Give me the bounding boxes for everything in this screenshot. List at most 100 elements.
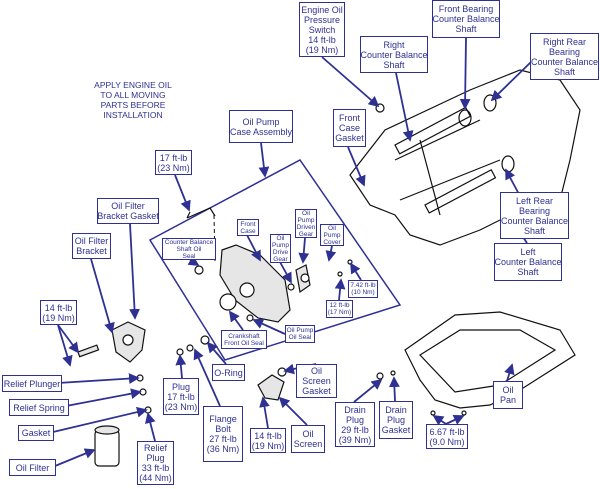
callout-text: Relief Spring: [13, 402, 65, 413]
callout-text: 17 ft-lb: [167, 391, 195, 402]
callout-text: (9.0 Nm): [429, 436, 465, 447]
callout-text: Gear: [273, 255, 288, 263]
note-line: TO ALL MOVING: [100, 90, 166, 100]
callout-text: Oil Filter: [111, 201, 145, 211]
callout-text: Bolt: [215, 424, 231, 434]
callout-text: Front Bearing: [438, 4, 494, 14]
leader-arrows: [52, 37, 532, 467]
callout-text: Plug: [345, 414, 364, 425]
callout-relief-plunger: Relief Plunger: [2, 375, 62, 392]
callout-torque-742: 7.42 ft-lb(10 Nm): [348, 280, 378, 298]
callout-torque-12: 12 ft-lb(17 Nm): [326, 300, 353, 318]
callout-text: Cover: [323, 238, 341, 246]
callout-text: (44 Nm): [139, 473, 172, 483]
callout-text: (19 Nm): [305, 44, 339, 55]
callout-text: Pressure: [303, 14, 340, 25]
callout-text: Case: [240, 227, 256, 235]
callout-text: (23 Nm): [164, 401, 198, 412]
callout-oil-filter: Oil Filter: [9, 459, 56, 476]
callout-text: Counter Balance: [494, 257, 562, 267]
note-line: INSTALLATION: [103, 110, 163, 120]
callout-text: Switch: [308, 24, 336, 35]
callout-text: (17 Nm): [327, 309, 352, 316]
note-line: APPLY ENGINE OIL: [94, 80, 172, 90]
callout-torque-17-top: 17 ft-lb(23 Nm): [155, 150, 192, 175]
callout-text: Front Oil Seal: [224, 339, 264, 347]
callout-text: Case Assembly: [229, 126, 293, 137]
callout-text: 14 ft-lb: [308, 34, 336, 45]
callout-text: Gasket: [335, 133, 364, 143]
callout-text: Bracket Gasket: [97, 211, 159, 221]
callout-text: 27 ft-lb: [209, 434, 237, 444]
callout-text: Drain: [344, 404, 366, 415]
callout-text: Shaft: [383, 59, 405, 70]
callout-text: 14 ft-lb: [44, 302, 73, 313]
callout-text: Oil: [328, 224, 336, 232]
callout-text: Oil Filter: [74, 236, 109, 246]
callout-relief-spring: Relief Spring: [9, 399, 69, 416]
callout-text: Shaft: [455, 24, 477, 34]
callout-text: 14 ft-lb: [254, 430, 282, 441]
assembly-frame: [148, 159, 402, 361]
callout-text: Left: [520, 247, 536, 257]
callout-gasket: Gasket: [18, 425, 54, 441]
callout-text: Oil Filter: [15, 462, 50, 473]
callout-text: Front: [338, 113, 360, 123]
oil-pump-parts: [186, 207, 353, 323]
callout-text: Counter Balance: [530, 56, 599, 67]
callout-text: Shaft: [553, 66, 575, 77]
callout-text: Gasket: [302, 386, 331, 396]
callout-text: Pump: [297, 216, 315, 224]
callout-text: (19 Nm): [42, 312, 75, 323]
callout-text: (23 Nm): [157, 162, 190, 173]
callout-text: Drain: [385, 405, 407, 415]
callout-text: Case: [338, 123, 360, 133]
callout-text: Driven: [296, 223, 316, 231]
callout-text: Oil: [276, 234, 285, 242]
callout-torque-667: 6.67 ft-lb(9.0 Nm): [426, 424, 468, 449]
callout-text: 6.67 ft-lb: [429, 426, 465, 437]
callout-o-ring: O-Ring: [212, 364, 245, 381]
callout-text: Counter Balance: [500, 215, 569, 226]
callout-text: Right: [383, 39, 405, 50]
callout-text: Shaft: [523, 225, 545, 236]
callout-text: Plug: [171, 381, 190, 392]
callout-text: 12 ft-lb: [329, 302, 350, 309]
callout-text: Bearing: [548, 46, 581, 57]
callout-text: Screen: [293, 439, 323, 449]
callout-text: Oil: [302, 429, 314, 439]
callout-text: Crankshaft: [228, 332, 260, 340]
callout-text: O-Ring: [214, 367, 243, 378]
callout-text: 33 ft-lb: [141, 463, 170, 473]
callout-text: Counter Balance: [164, 238, 214, 246]
callout-text: Pump: [323, 231, 341, 239]
callout-text: Bracket: [76, 246, 107, 256]
callout-text: Relief: [143, 443, 167, 453]
callout-text: Screen: [302, 376, 331, 386]
callout-text: Counter Balance: [432, 14, 500, 24]
callout-text: Pan: [499, 395, 516, 405]
callout-text: (19 Nm): [251, 440, 285, 451]
callout-text: 7.42 ft-lb: [350, 282, 376, 289]
callout-text: (36 Nm): [206, 444, 240, 454]
callout-text: Counter Balance: [360, 49, 428, 60]
callout-text: Gear: [298, 230, 314, 238]
